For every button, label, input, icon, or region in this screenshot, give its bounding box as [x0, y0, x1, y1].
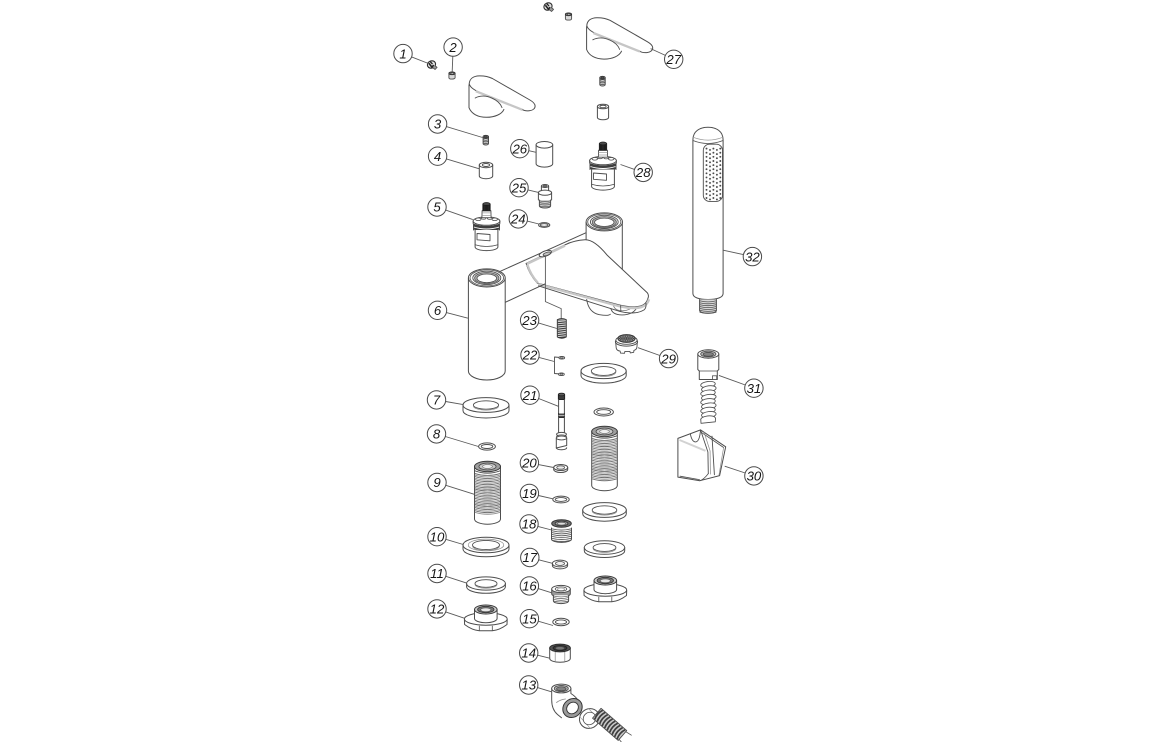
svg-text:1: 1	[399, 46, 406, 61]
svg-text:9: 9	[433, 475, 441, 490]
svg-text:2: 2	[448, 40, 457, 55]
svg-text:21: 21	[522, 388, 538, 403]
svg-text:6: 6	[434, 303, 442, 318]
svg-text:22: 22	[522, 348, 538, 363]
svg-text:7: 7	[433, 393, 441, 408]
svg-text:17: 17	[522, 550, 537, 565]
svg-text:32: 32	[745, 249, 760, 264]
svg-text:11: 11	[430, 566, 444, 581]
svg-text:25: 25	[511, 180, 527, 195]
svg-text:28: 28	[635, 165, 651, 180]
svg-text:31: 31	[747, 381, 762, 396]
svg-text:8: 8	[433, 427, 441, 442]
svg-text:20: 20	[521, 456, 537, 471]
svg-text:23: 23	[521, 313, 537, 328]
svg-text:3: 3	[434, 117, 442, 132]
svg-text:5: 5	[433, 200, 441, 215]
svg-text:30: 30	[747, 469, 762, 484]
svg-text:14: 14	[521, 646, 536, 661]
svg-text:18: 18	[522, 517, 537, 532]
svg-text:15: 15	[522, 611, 537, 626]
svg-text:10: 10	[430, 529, 445, 544]
svg-text:29: 29	[660, 351, 676, 366]
svg-text:19: 19	[522, 486, 537, 501]
svg-text:27: 27	[665, 52, 681, 67]
svg-text:26: 26	[511, 141, 527, 156]
svg-text:13: 13	[521, 678, 536, 693]
svg-text:4: 4	[434, 149, 441, 164]
svg-text:12: 12	[430, 602, 445, 617]
svg-text:24: 24	[510, 212, 526, 227]
svg-text:16: 16	[522, 579, 537, 594]
